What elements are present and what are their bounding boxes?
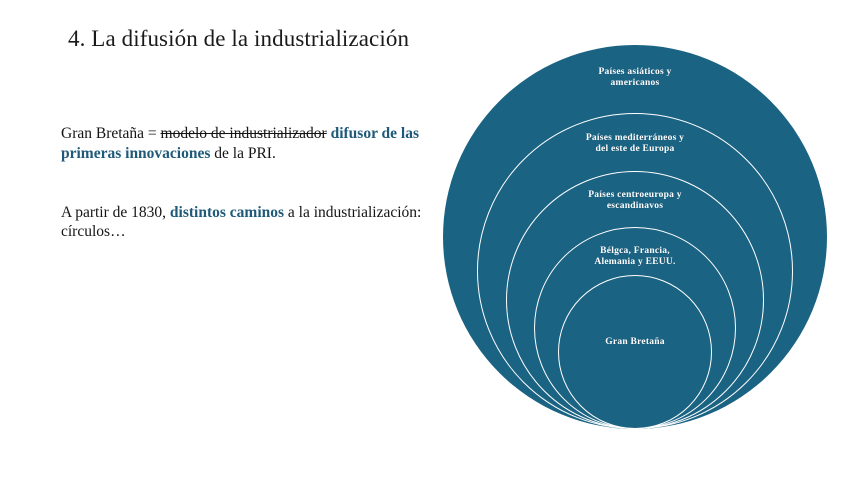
- page-title: 4. La difusión de la industrialización: [68, 26, 410, 52]
- paragraph-2: A partir de 1830, distintos caminos a la…: [61, 203, 451, 243]
- body-text-block: Gran Bretaña = modelo de industrializado…: [61, 124, 451, 242]
- paragraph-2-plain-lead: A partir de 1830,: [61, 203, 170, 221]
- paragraph-2-plain-tail: a la industrialización: círculos…: [61, 203, 422, 241]
- circle-level-5[interactable]: [558, 275, 712, 429]
- nested-circles-diagram: Países asiáticos y americanos Países med…: [443, 44, 827, 429]
- paragraph-1-accent: difusor de las primeras innovaciones: [61, 125, 420, 162]
- paragraph-1-plain-tail: de la PRI.: [210, 144, 276, 162]
- paragraph-1: Gran Bretaña = modelo de industrializado…: [61, 124, 451, 164]
- paragraph-2-accent: distintos caminos: [169, 203, 285, 221]
- paragraph-1-plain-lead: Gran Bretaña =: [61, 125, 161, 142]
- paragraph-1-strikethrough: modelo de industrializador: [160, 125, 327, 142]
